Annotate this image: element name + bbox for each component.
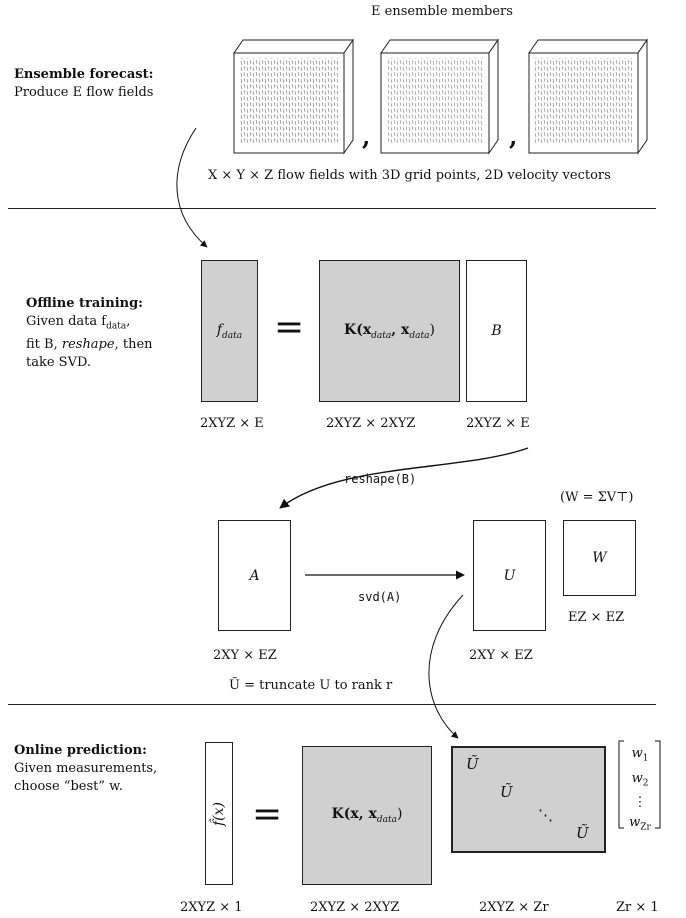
a-dims: 2XY × EZ bbox=[213, 648, 277, 663]
b-dims: 2XYZ × E bbox=[466, 416, 530, 431]
u-tilde-block-2: Ũ bbox=[500, 783, 513, 801]
training-equals-sign: = bbox=[274, 307, 305, 348]
offline-training-title: Offline training: bbox=[26, 296, 143, 311]
truncate-label: Ũ = truncate U to rank r bbox=[229, 678, 393, 693]
w-entry-last: wZr bbox=[626, 813, 654, 838]
ensemble-members-caption: E ensemble members bbox=[371, 4, 513, 19]
prediction-desc-line1: Given measurements, bbox=[14, 761, 158, 776]
kernel-dims: 2XYZ × 2XYZ bbox=[326, 416, 416, 431]
a-symbol: A bbox=[249, 567, 260, 584]
kernel-matrix: K(xdata, xdata) bbox=[319, 260, 460, 402]
flow-fields-caption: X × Y × Z flow fields with 3D grid point… bbox=[208, 168, 611, 183]
a-matrix: A bbox=[218, 520, 291, 631]
b-symbol: B bbox=[491, 323, 502, 339]
w-dims: EZ × EZ bbox=[568, 610, 625, 625]
w-entry-1-symbol: w bbox=[631, 746, 643, 761]
f-data-sub: data bbox=[222, 330, 243, 341]
reshape-arrow bbox=[279, 447, 529, 509]
section-divider-2 bbox=[8, 704, 656, 705]
prediction-kernel-symbol: K(x, x bbox=[331, 806, 377, 823]
ensemble-forecast-label: Ensemble forecast: Produce E flow fields bbox=[14, 66, 153, 102]
w-entry-last-sub: Zr bbox=[640, 822, 651, 833]
u-symbol: U bbox=[503, 567, 516, 584]
training-desc-line1: Given data f bbox=[26, 314, 107, 329]
online-prediction-label: Online prediction: Given measurements, c… bbox=[14, 742, 157, 796]
reshape-label: reshape(B) bbox=[344, 472, 417, 486]
online-prediction-title: Online prediction: bbox=[14, 743, 147, 758]
prediction-kernel-end: ) bbox=[396, 806, 403, 823]
f-hat-vector: f̂(x) bbox=[205, 742, 233, 885]
w-entry-last-symbol: w bbox=[629, 815, 641, 831]
w-vector-brackets bbox=[618, 740, 661, 829]
kernel-sub1: data bbox=[371, 330, 392, 341]
f-hat-dims: 2XYZ × 1 bbox=[180, 900, 243, 915]
w-entry-1-sub: 1 bbox=[642, 753, 649, 764]
w-vector-dims: Zr × 1 bbox=[616, 900, 659, 915]
training-desc-line3: take SVD. bbox=[26, 354, 92, 370]
w-entry-1: w1 bbox=[626, 744, 654, 769]
training-desc-line1-end: , bbox=[126, 314, 131, 329]
f-hat-symbol: f̂(x) bbox=[210, 801, 227, 826]
u-matrix: U bbox=[473, 520, 546, 631]
block-diagonal-u-matrix bbox=[451, 746, 606, 853]
section-divider-1 bbox=[8, 208, 656, 209]
kernel-sub2: data bbox=[409, 330, 430, 341]
w-symbol: W bbox=[592, 550, 607, 566]
u-tilde-block-1: Ũ bbox=[466, 755, 479, 773]
kernel-symbol: K(x bbox=[344, 321, 372, 338]
truncate-arrow bbox=[428, 594, 464, 739]
block-u-dims: 2XYZ × Zr bbox=[479, 900, 549, 915]
cube-separator-2: , bbox=[509, 122, 518, 151]
flow-field-cube-2 bbox=[380, 38, 499, 155]
ensemble-forecast-desc: Produce E flow fields bbox=[14, 85, 154, 100]
training-desc-line2: fit B, bbox=[26, 336, 58, 352]
ensemble-forecast-title: Ensemble forecast: bbox=[14, 67, 154, 82]
kernel-end: ) bbox=[429, 321, 435, 338]
u-dims: 2XY × EZ bbox=[469, 648, 533, 663]
w-vector: w1 w2 ⋮ wZr bbox=[626, 744, 654, 838]
flow-field-cube-1 bbox=[233, 38, 354, 155]
training-desc-line2-end: , then bbox=[114, 336, 153, 352]
ensemble-to-fdata-arrow bbox=[176, 127, 208, 248]
diagonal-dots: ⋱ bbox=[538, 806, 553, 824]
kernel-mid: , x bbox=[391, 321, 410, 338]
w-entry-dots: ⋮ bbox=[633, 795, 647, 811]
w-entry-2-symbol: w bbox=[631, 770, 643, 786]
offline-training-label: Offline training: Given data fdata, fit … bbox=[26, 295, 153, 372]
training-desc-reshape: reshape bbox=[61, 336, 115, 352]
f-data-dims: 2XYZ × E bbox=[200, 416, 264, 431]
flow-field-cube-3 bbox=[528, 38, 648, 155]
cube-separator-1: , bbox=[362, 122, 371, 151]
w-entry-2-sub: 2 bbox=[642, 778, 649, 789]
prediction-kernel-matrix: K(x, xdata) bbox=[302, 746, 432, 885]
u-tilde-block-3: Ũ bbox=[576, 824, 589, 842]
prediction-kernel-dims: 2XYZ × 2XYZ bbox=[310, 900, 400, 915]
prediction-equals-sign: = bbox=[252, 794, 283, 835]
f-data-symbol: f bbox=[216, 321, 223, 338]
prediction-kernel-sub: data bbox=[376, 814, 397, 825]
w-entry-2: w2 bbox=[626, 769, 654, 794]
w-definition: (W = ΣV⊤) bbox=[560, 490, 634, 505]
svd-label: svd(A) bbox=[358, 590, 402, 604]
training-desc-sub: data bbox=[106, 321, 127, 332]
prediction-desc-line2: choose “best” w. bbox=[14, 779, 123, 794]
b-matrix: B bbox=[466, 260, 527, 402]
f-data-matrix: fdata bbox=[201, 260, 258, 402]
w-matrix: W bbox=[563, 520, 636, 596]
